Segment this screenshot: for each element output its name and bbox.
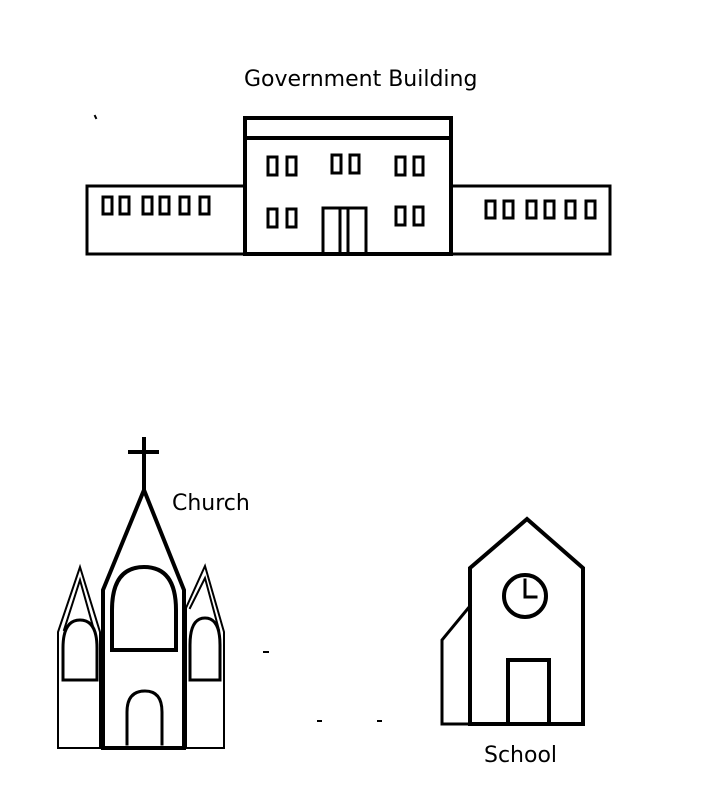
church-label: Church: [172, 491, 250, 516]
window: [266, 207, 279, 229]
window: [564, 199, 577, 220]
church: [57, 437, 225, 750]
church-right-window: [188, 616, 222, 682]
school: [440, 516, 585, 726]
window: [158, 195, 171, 216]
window: [525, 199, 538, 220]
church-door: [125, 689, 164, 746]
window: [394, 155, 407, 177]
window: [394, 205, 407, 227]
government-right-wing-windows: [484, 199, 597, 220]
window: [101, 195, 114, 216]
door-frame: [321, 206, 368, 256]
window: [285, 207, 298, 229]
window: [178, 195, 191, 216]
government-building-label: Government Building: [244, 67, 477, 92]
church-left-spire-inner: [62, 576, 96, 632]
window: [348, 153, 361, 175]
church-left-window: [61, 618, 99, 682]
window: [330, 153, 343, 175]
window: [584, 199, 597, 220]
window: [266, 155, 279, 177]
church-right-spire-inner: [188, 575, 221, 632]
school-annex: [440, 603, 473, 726]
window: [502, 199, 515, 220]
window: [285, 155, 298, 177]
school-main-building: [468, 516, 585, 726]
church-right-spire: [185, 563, 225, 749]
school-label: School: [484, 743, 557, 768]
church-central-arch: [110, 564, 178, 652]
clock-icon: [502, 573, 548, 619]
government-center-windows: [266, 153, 425, 229]
church-central-tower: [101, 484, 186, 750]
stray-mark: [93, 114, 98, 120]
government-door: [321, 206, 368, 256]
window: [141, 195, 154, 216]
window: [412, 155, 425, 177]
clock-face: [502, 573, 548, 619]
window: [198, 195, 211, 216]
government-building: [85, 116, 612, 256]
church-left-spire: [57, 563, 101, 749]
window: [484, 199, 497, 220]
window: [543, 199, 556, 220]
window: [118, 195, 131, 216]
window: [412, 205, 425, 227]
government-right-wing: [449, 184, 612, 256]
government-left-wing-windows: [101, 195, 211, 216]
school-door: [506, 658, 551, 726]
